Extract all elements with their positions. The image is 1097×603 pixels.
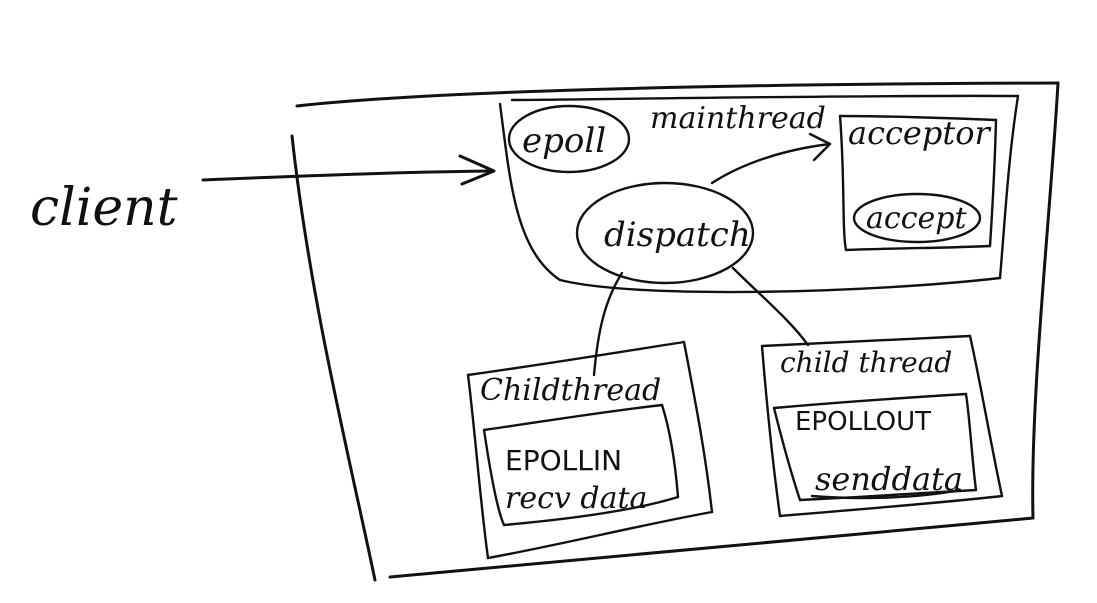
edge-client-to-main [201,154,496,186]
edge-dispatch-to-child-left [592,271,624,377]
edge-dispatch-to-child-right [731,266,810,347]
dispatch-node [575,181,755,285]
child-thread-right-label: child thread [780,346,952,379]
child-thread-left-box [466,340,714,560]
main-thread-label: mainthread [650,101,826,136]
child-thread-left-label: Childthread [480,373,661,408]
edge-dispatch-to-acceptor [710,132,832,185]
epoll-label: epoll [522,121,606,161]
epollout-box [772,392,978,502]
accept-label: accept [866,201,967,236]
acceptor-box [838,114,998,252]
epollin-label: EPOLLIN [505,444,622,477]
send-data-underline [810,488,962,500]
server-box [290,81,1060,582]
epollout-label: EPOLLOUT [795,407,931,437]
child-thread-right-box [760,334,1004,518]
epollin-box [482,403,680,527]
send-data-label: senddata [815,460,963,498]
recv-data-label: recv data [505,481,647,516]
dispatch-label: dispatch [604,215,751,255]
acceptor-label: acceptor [848,114,991,152]
accept-node [852,192,982,244]
epoll-node [507,104,631,174]
client-label: client [30,178,178,238]
main-thread-box [498,94,1020,294]
